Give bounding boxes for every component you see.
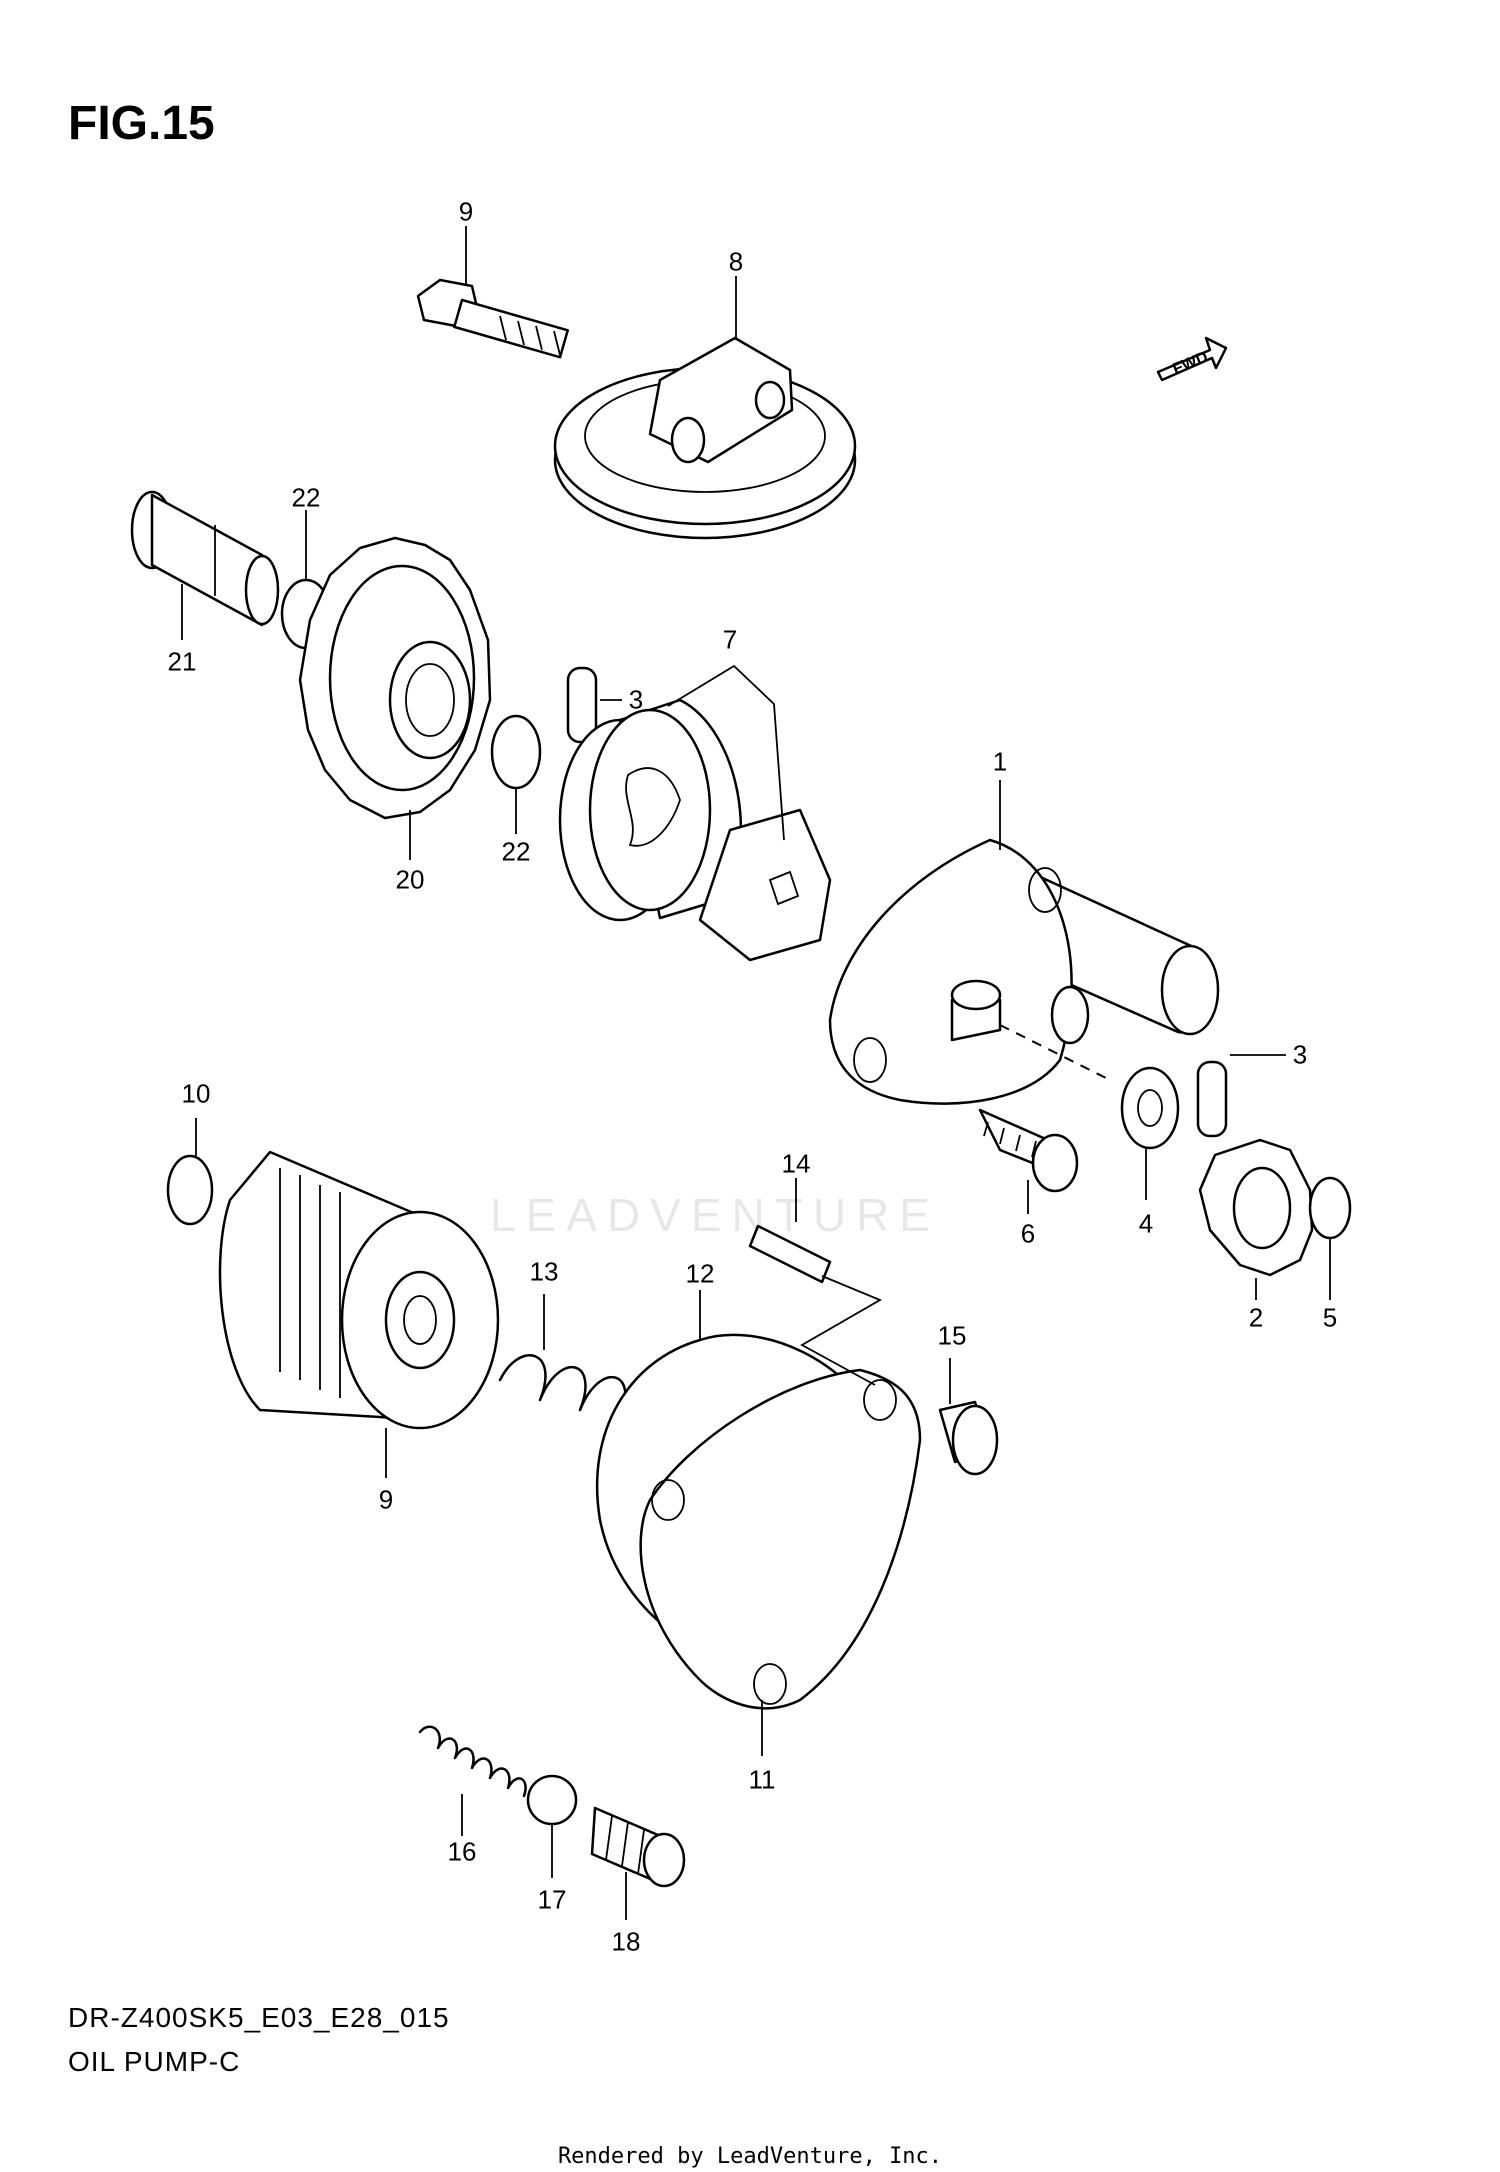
callout-19: 18 — [611, 1926, 641, 1957]
part-18-ball — [526, 1774, 578, 1826]
callout-22-lower: 22 — [501, 836, 531, 867]
part-15-stud — [748, 1224, 883, 1386]
callout-8: 8 — [728, 246, 744, 277]
callout-17: 16 — [447, 1836, 477, 1867]
callout-21: 21 — [167, 646, 197, 677]
callout-4: 4 — [1138, 1208, 1154, 1239]
part-22-circlip-lower — [490, 714, 542, 790]
callout-11: 10 — [181, 1078, 211, 1109]
section-name: OIL PUMP-C — [68, 2046, 241, 2077]
part-19-plug — [590, 1806, 686, 1888]
part-20-gear — [298, 536, 492, 820]
callout-22-upper: 22 — [291, 482, 321, 513]
part-10-oil-filter — [218, 1150, 500, 1430]
part-3-pin-right — [1196, 1060, 1228, 1138]
callout-3-upper: 3 — [628, 684, 644, 715]
callout-20: 20 — [395, 864, 425, 895]
fwd-label: FWD — [1170, 349, 1210, 378]
leader-lines — [181, 226, 1331, 1920]
callout-16: 15 — [937, 1320, 967, 1351]
part-8-cover — [553, 336, 857, 540]
part-7-rotor-set — [558, 664, 832, 962]
callout-3-right: 3 — [1292, 1039, 1308, 1070]
callout-2: 2 — [1248, 1302, 1264, 1333]
part-9-bolt — [416, 278, 569, 359]
part-12-filter-cap — [639, 1368, 922, 1710]
callout-6: 6 — [1020, 1218, 1036, 1249]
part-21-shaft — [130, 490, 280, 627]
part-1-pump-body — [828, 838, 1220, 1105]
part-4-washer — [1120, 1066, 1180, 1150]
model-code: DR-Z400SK5_E03_E28_015 — [68, 2002, 450, 2033]
callout-1: 1 — [992, 746, 1008, 777]
callout-7: 7 — [722, 624, 738, 655]
watermark-text: LEADVENTURE — [490, 1189, 940, 1241]
fig-title: FIG.15 — [68, 97, 215, 150]
callout-15: 14 — [781, 1148, 811, 1179]
render-credit: Rendered by LeadVenture, Inc. — [557, 2144, 943, 2169]
part-16-cap-nut — [938, 1400, 999, 1476]
callout-9: 9 — [458, 196, 474, 227]
part-17-small-spring — [418, 1725, 527, 1798]
callout-13: 12 — [685, 1258, 715, 1289]
callout-12: 11 — [748, 1764, 776, 1795]
fwd-arrow-icon: FWD — [1156, 336, 1228, 382]
part-6-screw — [978, 1108, 1079, 1193]
part-5-circlip — [1308, 1176, 1352, 1240]
callout-10: 9 — [378, 1484, 394, 1515]
callout-5: 5 — [1322, 1302, 1338, 1333]
part-2-sprocket — [1198, 1138, 1314, 1277]
callout-18: 17 — [537, 1884, 567, 1915]
callout-14: 13 — [529, 1256, 559, 1287]
part-11-o-ring — [166, 1154, 214, 1226]
